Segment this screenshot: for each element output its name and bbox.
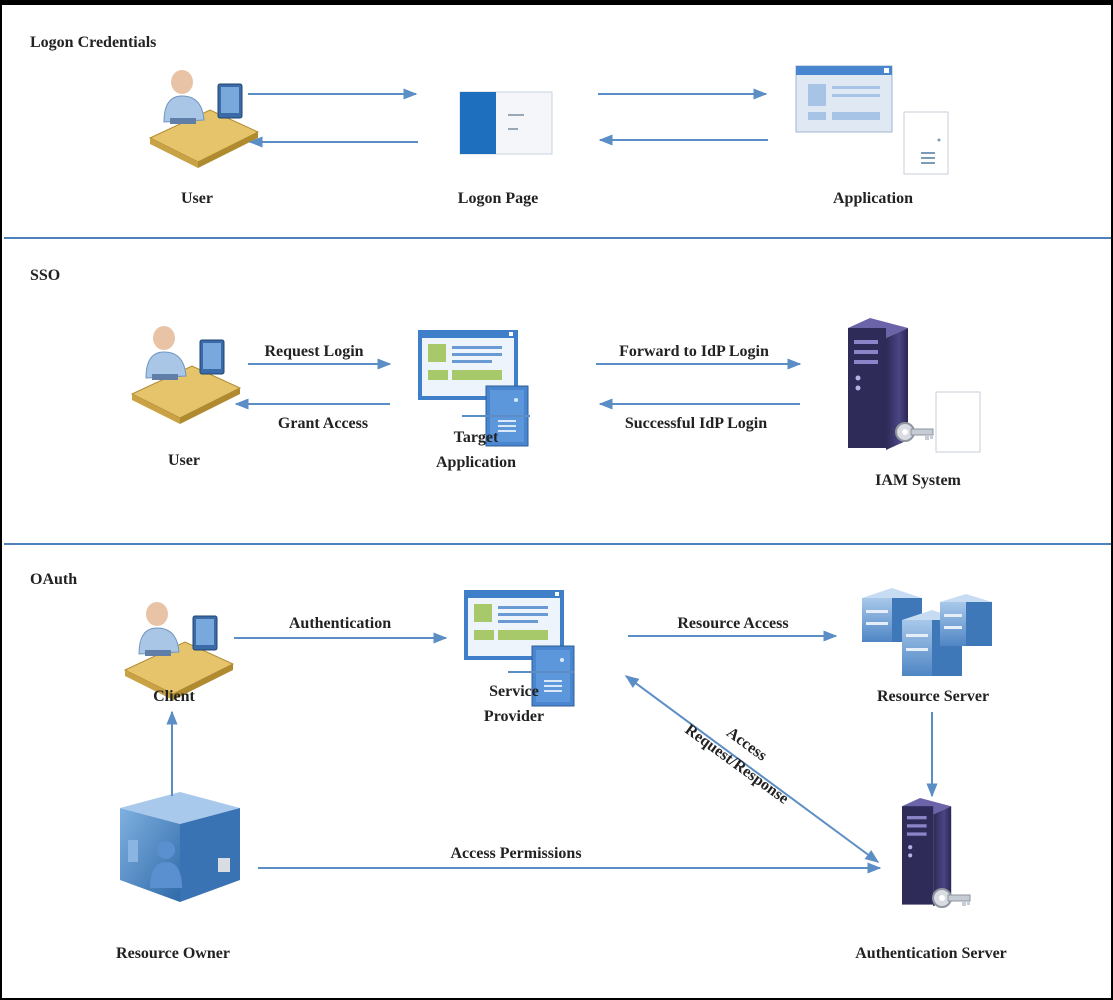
resource-owner-label: Resource Owner xyxy=(116,945,230,962)
resource-owner-icon xyxy=(120,792,240,902)
resource-server-label: Resource Server xyxy=(877,688,989,705)
resource-access-label: Resource Access xyxy=(677,615,788,632)
logon-user-label: User xyxy=(181,190,213,207)
application-icon xyxy=(795,65,949,175)
auth-server-icon xyxy=(902,798,971,908)
forward-idp-label: Forward to IdP Login xyxy=(619,343,769,360)
user-icon xyxy=(149,69,259,169)
arrow-access-request-response xyxy=(624,675,880,863)
client-label: Client xyxy=(153,688,195,705)
authentication-label: Authentication xyxy=(289,615,391,632)
sso-user-label: User xyxy=(168,452,200,469)
resource-server-icon xyxy=(862,588,992,676)
grant-access-label: Grant Access xyxy=(278,415,368,432)
client-icon xyxy=(124,601,234,701)
logon-page-icon xyxy=(459,91,553,155)
section-title-logon: Logon Credentials xyxy=(30,34,156,51)
sso-user-icon xyxy=(131,325,241,425)
section-title-oauth: OAuth xyxy=(30,571,77,588)
section-title-sso: SSO xyxy=(30,267,60,284)
iam-system-label: IAM System xyxy=(875,472,961,489)
service-provider-label-2: Provider xyxy=(484,708,544,725)
successful-idp-label: Successful IdP Login xyxy=(625,415,767,432)
logon-page-label: Logon Page xyxy=(458,190,538,207)
target-app-label-1: Target xyxy=(454,429,499,446)
access-permissions-label: Access Permissions xyxy=(450,845,581,862)
iam-server-icon xyxy=(848,318,981,453)
auth-server-label: Authentication Server xyxy=(855,945,1007,962)
target-app-label-2: Application xyxy=(436,454,516,471)
request-login-label: Request Login xyxy=(264,343,363,360)
service-provider-label-1: Service xyxy=(489,683,539,700)
application-label: Application xyxy=(833,190,913,207)
